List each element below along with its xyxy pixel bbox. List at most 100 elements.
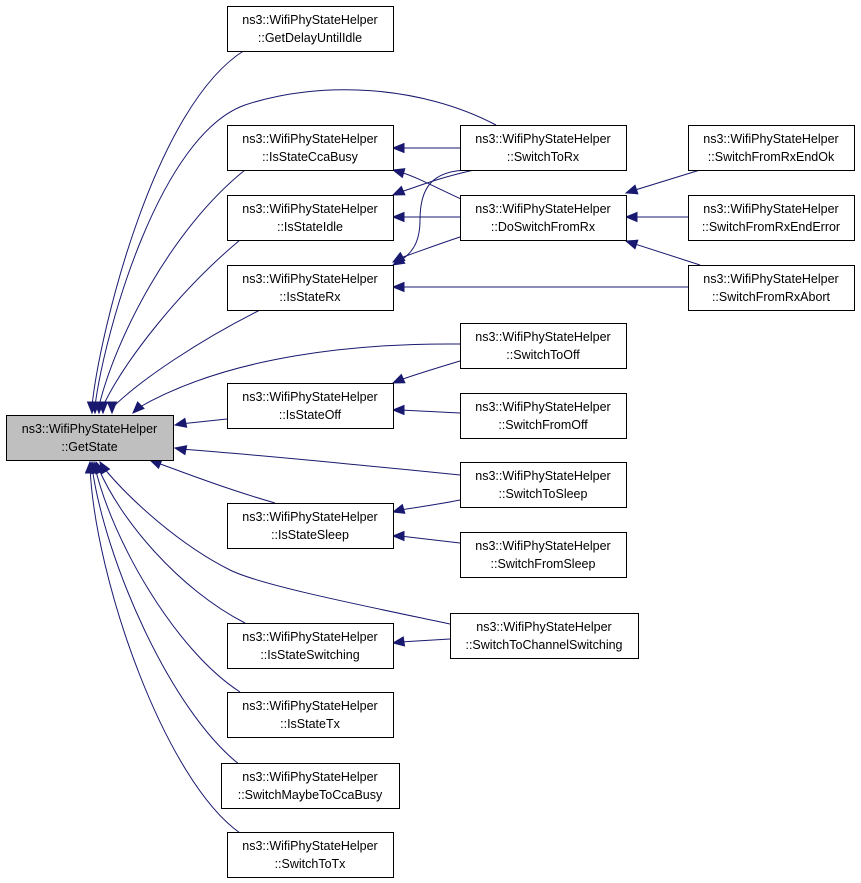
node-label-line1: ns3::WifiPhyStateHelper (475, 132, 610, 146)
node-switch-from-rx-abort[interactable]: ns3::WifiPhyStateHelper::SwitchFromRxAbo… (688, 265, 855, 311)
edge-line (399, 409, 461, 414)
arrow-head-icon (148, 459, 163, 470)
node-label-line1: ns3::WifiPhyStateHelper (475, 202, 610, 216)
edge-switch-from-rx-abort-to-is-state-rx (391, 281, 688, 293)
node-label-line2: ::SwitchToRx (507, 150, 580, 164)
edge-switch-to-sleep-to-get-state (173, 445, 461, 476)
edge-line (154, 461, 276, 504)
arrow-head-icon (97, 401, 109, 415)
edge-line (399, 171, 471, 204)
edge-is-state-rx-to-get-state (106, 309, 261, 415)
node-label-line1: ns3::WifiPhyStateHelper (242, 770, 377, 784)
node-box (227, 265, 394, 311)
edge-switch-from-rx-end-ok-to-do-switch-from-rx (624, 169, 701, 195)
edge-get-delay-until-idle-to-get-state (86, 49, 246, 415)
edge-line (399, 499, 461, 511)
edge-switch-to-rx-to-is-state-idle (391, 169, 475, 196)
node-box (460, 195, 627, 241)
arrow-head-icon (84, 460, 96, 474)
node-is-state-cca-busy[interactable]: ns3::WifiPhyStateHelper::IsStateCcaBusy (227, 125, 394, 171)
edge-do-switch-from-rx-to-is-state-rx (391, 236, 461, 263)
arrow-head-icon (391, 503, 406, 514)
node-is-state-off[interactable]: ns3::WifiPhyStateHelper::IsStateOff (227, 383, 394, 429)
edge-line (97, 466, 246, 624)
node-label-line2: ::IsStateCcaBusy (262, 150, 359, 164)
edge-switch-from-off-to-is-state-off (391, 404, 461, 416)
node-box (227, 383, 394, 429)
node-label-line1: ns3::WifiPhyStateHelper (476, 620, 611, 634)
node-label-line1: ns3::WifiPhyStateHelper (703, 272, 838, 286)
node-box (688, 265, 855, 311)
node-box (227, 832, 394, 878)
node-do-switch-from-rx[interactable]: ns3::WifiPhyStateHelper::DoSwitchFromRx (460, 195, 627, 241)
arrow-head-icon (391, 636, 406, 647)
edge-line (102, 239, 241, 407)
edge-do-switch-from-rx-to-is-state-idle (391, 211, 460, 223)
edge-line (98, 169, 246, 407)
edge-switch-from-rx-abort-to-do-switch-from-rx (624, 239, 701, 266)
node-switch-to-sleep[interactable]: ns3::WifiPhyStateHelper::SwitchToSleep (460, 462, 627, 508)
edge-line (102, 466, 451, 625)
edge-line (179, 448, 461, 476)
node-box (227, 125, 394, 171)
edge-switch-to-off-to-is-state-off (391, 360, 461, 384)
arrow-head-icon (391, 251, 406, 263)
node-box (227, 692, 394, 738)
edge-switch-from-rx-end-error-to-do-switch-from-rx (624, 211, 688, 223)
edge-switch-to-channel-switching-to-is-state-switching (391, 636, 451, 647)
node-label-line1: ns3::WifiPhyStateHelper (242, 132, 377, 146)
edge-switch-to-rx-to-is-state-cca-busy (391, 142, 460, 154)
edge-line (179, 418, 228, 425)
node-switch-from-rx-end-error[interactable]: ns3::WifiPhyStateHelper::SwitchFromRxEnd… (688, 195, 855, 241)
node-is-state-switching[interactable]: ns3::WifiPhyStateHelper::IsStateSwitchin… (227, 623, 394, 669)
node-box (688, 125, 855, 171)
edge-is-state-cca-busy-to-get-state (93, 169, 246, 415)
node-switch-from-off[interactable]: ns3::WifiPhyStateHelper::SwitchFromOff (460, 393, 627, 439)
node-label-line1: ns3::WifiPhyStateHelper (242, 390, 377, 404)
node-label-line2: ::SwitchToTx (275, 857, 347, 871)
node-switch-maybe-to-cca-busy[interactable]: ns3::WifiPhyStateHelper::SwitchMaybeToCc… (221, 763, 400, 809)
node-get-delay-until-idle[interactable]: ns3::WifiPhyStateHelper::GetDelayUntilId… (227, 6, 394, 52)
edge-layer (84, 49, 701, 834)
node-box (6, 415, 174, 461)
node-label-line1: ns3::WifiPhyStateHelper (703, 132, 838, 146)
node-switch-to-channel-switching[interactable]: ns3::WifiPhyStateHelper::SwitchToChannel… (450, 613, 639, 659)
node-label-line2: ::SwitchToChannelSwitching (465, 638, 622, 652)
node-switch-from-rx-end-ok[interactable]: ns3::WifiPhyStateHelper::SwitchFromRxEnd… (688, 125, 855, 171)
node-switch-to-rx[interactable]: ns3::WifiPhyStateHelper::SwitchToRx (460, 125, 627, 171)
node-switch-to-off[interactable]: ns3::WifiPhyStateHelper::SwitchToOff (460, 323, 627, 369)
node-box (460, 532, 627, 578)
node-label-line2: ::IsStateIdle (277, 220, 343, 234)
node-is-state-tx[interactable]: ns3::WifiPhyStateHelper::IsStateTx (227, 692, 394, 738)
edge-line (91, 466, 241, 766)
node-get-state[interactable]: ns3::WifiPhyStateHelper::GetState (6, 415, 174, 461)
arrow-head-icon (391, 281, 405, 293)
edge-is-state-idle-to-get-state (97, 239, 241, 415)
node-label-line2: ::GetDelayUntilIdle (258, 31, 362, 45)
edge-switch-to-off-to-get-state (132, 343, 461, 414)
node-label-line2: ::IsStateTx (280, 717, 340, 731)
node-switch-from-sleep[interactable]: ns3::WifiPhyStateHelper::SwitchFromSleep (460, 532, 627, 578)
arrow-head-icon (173, 417, 188, 428)
node-label-line1: ns3::WifiPhyStateHelper (475, 539, 610, 553)
edge-line (111, 309, 261, 409)
edge-switch-to-tx-to-get-state (84, 460, 241, 834)
node-is-state-sleep[interactable]: ns3::WifiPhyStateHelper::IsStateSleep (227, 503, 394, 549)
node-box (221, 763, 400, 809)
arrow-head-icon (624, 184, 639, 195)
arrow-head-icon (391, 168, 406, 179)
node-is-state-rx[interactable]: ns3::WifiPhyStateHelper::IsStateRx (227, 265, 394, 311)
node-switch-to-tx[interactable]: ns3::WifiPhyStateHelper::SwitchToTx (227, 832, 394, 878)
edge-switch-to-sleep-to-is-state-sleep (391, 499, 461, 514)
arrow-head-icon (391, 142, 405, 154)
node-is-state-idle[interactable]: ns3::WifiPhyStateHelper::IsStateIdle (227, 195, 394, 241)
node-box (460, 323, 627, 369)
node-box (460, 125, 627, 171)
node-label-line2: ::SwitchFromSleep (491, 557, 596, 571)
arrow-head-icon (624, 211, 638, 223)
node-label-line1: ns3::WifiPhyStateHelper (242, 13, 377, 27)
edge-line (137, 343, 461, 409)
node-label-line2: ::SwitchMaybeToCcaBusy (238, 788, 383, 802)
arrow-head-icon (391, 373, 406, 384)
